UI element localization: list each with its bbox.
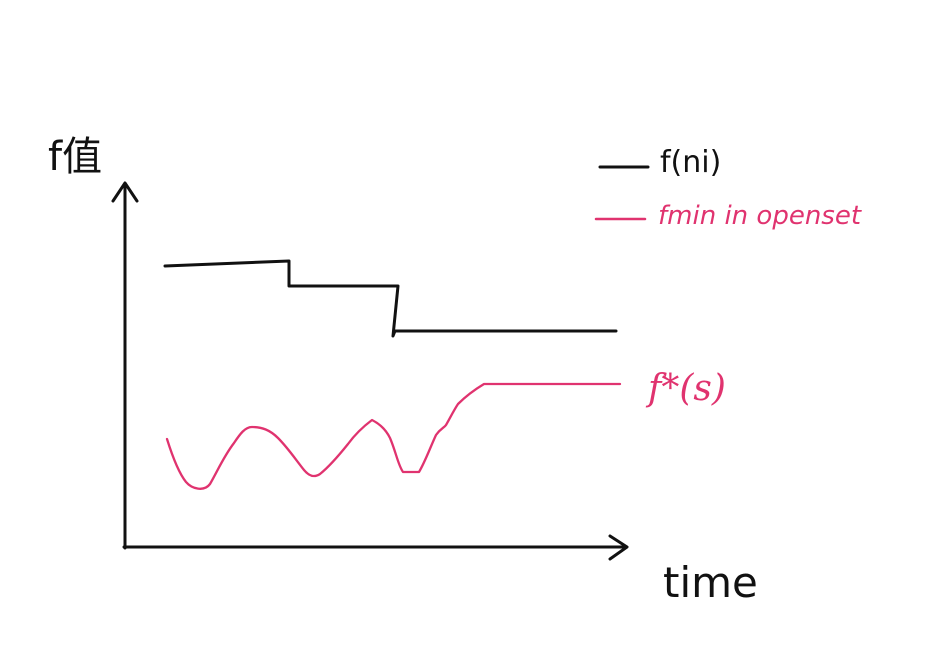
- legend-label-f-ni: f(ni): [660, 145, 721, 180]
- x-axis-label: time: [663, 558, 758, 607]
- legend-label-fmin-openset: fmin in openset: [658, 201, 862, 231]
- series-f-ni-line: [163, 259, 618, 338]
- annotation-f-star-s: f*(s): [645, 368, 726, 409]
- series-fmin-openset-line: [165, 382, 622, 490]
- x-axis-arrow-icon: [608, 534, 629, 561]
- axes: [111, 181, 629, 561]
- y-axis-arrow-icon: [111, 181, 139, 203]
- y-axis-label: f值: [48, 134, 102, 180]
- legend: f(ni) fmin in openset: [594, 145, 862, 231]
